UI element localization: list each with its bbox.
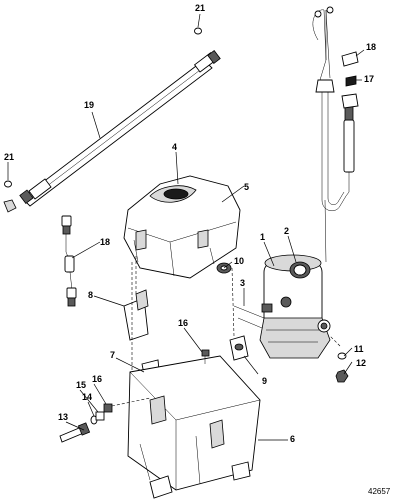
- o-ring-top: [194, 27, 202, 35]
- callout-3: 3: [240, 278, 245, 288]
- mounting-tray: [127, 355, 261, 499]
- callout-21-bottom: 21: [4, 152, 14, 162]
- callout-18: 18: [366, 42, 376, 52]
- callout-19: 18: [100, 237, 110, 247]
- isolator: [229, 335, 249, 361]
- callout-11: 11: [354, 344, 364, 354]
- connector-clip: [345, 75, 357, 87]
- callout-4: 4: [172, 142, 177, 152]
- figure-number: 42657: [368, 487, 391, 496]
- callout-1: 1: [260, 232, 265, 242]
- leader-lines: [7, 13, 365, 441]
- cover: [123, 175, 241, 279]
- callout-16-lower: 16: [92, 374, 102, 384]
- pump-motor-assembly: [259, 254, 331, 359]
- washer-11: [337, 352, 347, 360]
- callout-20: 19: [84, 100, 94, 110]
- callout-21-top: 21: [195, 3, 205, 13]
- screw-16-upper: [201, 349, 210, 364]
- callout-5: 5: [244, 182, 249, 192]
- callout-17: 17: [364, 74, 374, 84]
- assembly-line: [231, 267, 235, 337]
- callout-13: 13: [58, 412, 68, 422]
- callout-labels: 21 19 21 4 5 18 1 2 3 10 8 16 7 9 11 12 …: [4, 3, 376, 444]
- callout-16-upper: 16: [178, 318, 188, 328]
- nut-12: [335, 369, 349, 383]
- connector-plug: [341, 93, 359, 109]
- callout-8: 8: [88, 290, 93, 300]
- callout-2: 2: [284, 226, 289, 236]
- o-ring-bottom: [4, 180, 12, 188]
- bracket: [123, 256, 149, 341]
- callout-9: 9: [262, 376, 267, 386]
- wiring-harness: [61, 215, 77, 307]
- spacer-15: [95, 411, 105, 421]
- assembly-line: [329, 335, 341, 347]
- reservoir-cable: [233, 6, 355, 329]
- screw-16-lower: [103, 403, 113, 413]
- callout-14: 14: [82, 392, 92, 402]
- assembly-line: [111, 397, 151, 407]
- callout-6: 6: [290, 434, 295, 444]
- callout-12: 12: [356, 358, 366, 368]
- callout-7: 7: [110, 350, 115, 360]
- callout-15: 15: [76, 380, 86, 390]
- connector-cap: [341, 51, 359, 67]
- hose-assembly: [3, 50, 221, 213]
- callout-10: 10: [234, 256, 244, 266]
- screw-13: [59, 422, 91, 443]
